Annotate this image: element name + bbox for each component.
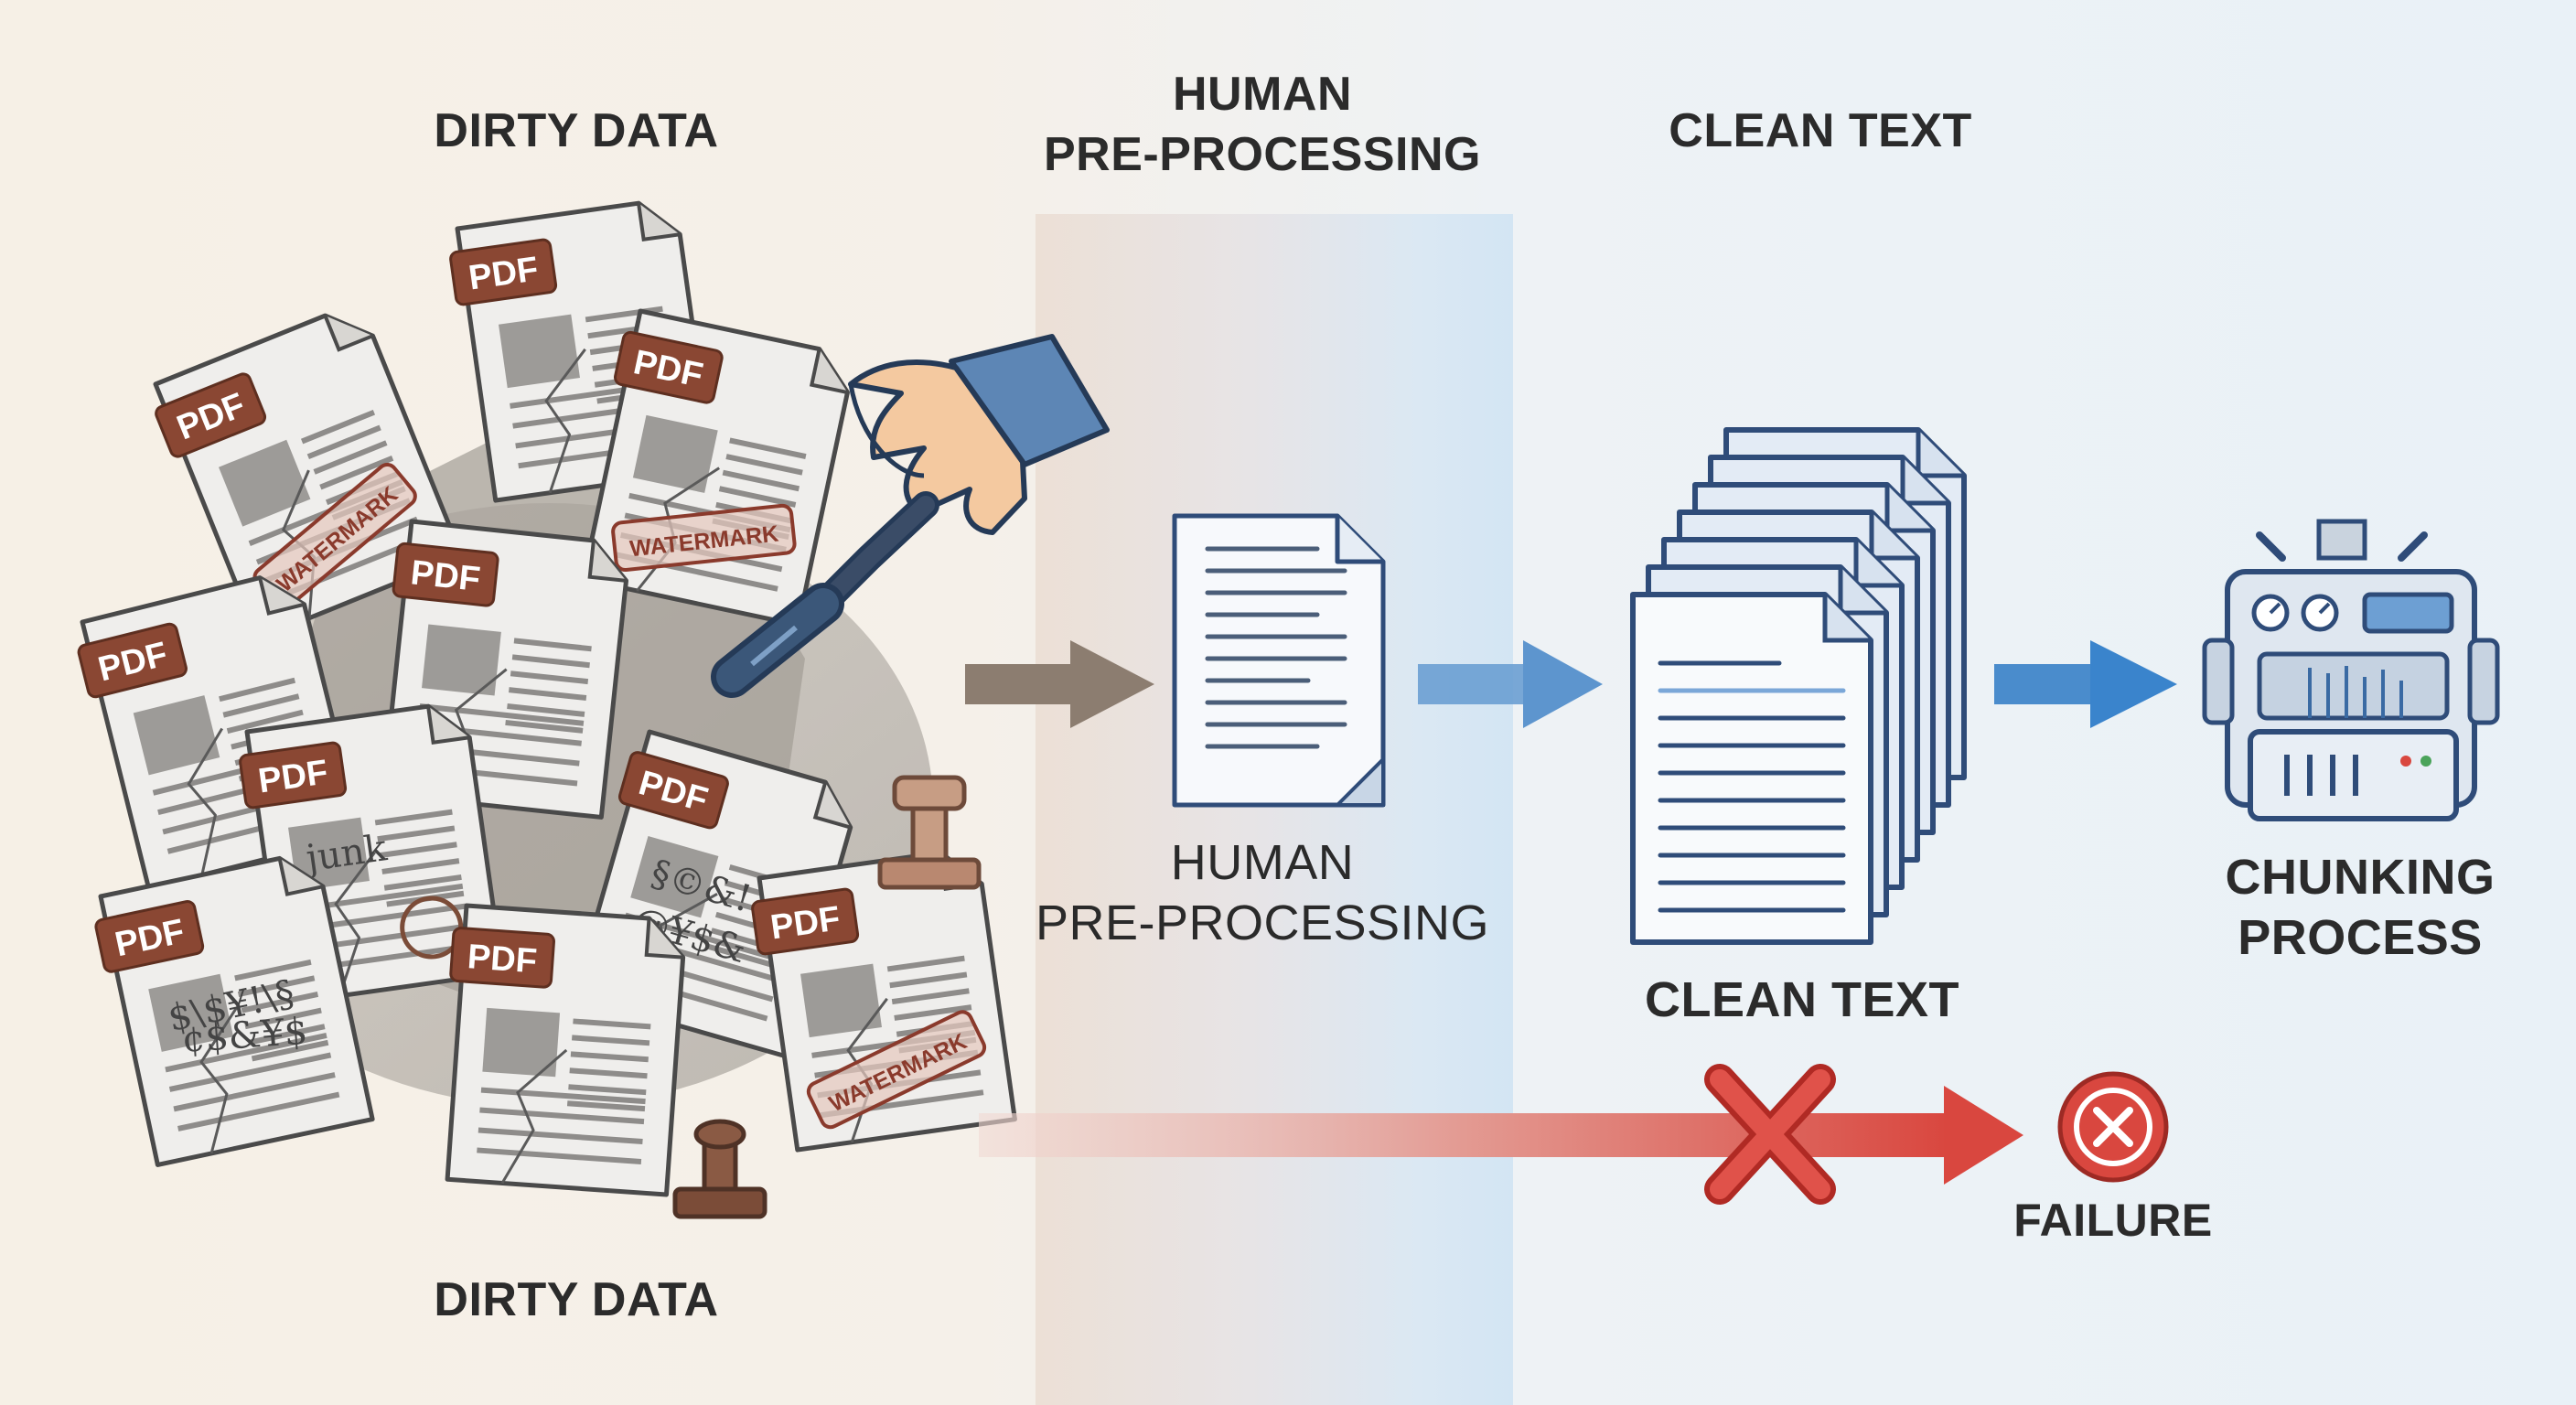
failure-x-icon — [2057, 1071, 2169, 1183]
pdf-tag: PDF — [94, 900, 205, 973]
stacked-document — [1630, 592, 1873, 945]
dirty-pdf-document: PDF — [445, 903, 686, 1197]
dirty-to-human-arrow — [965, 640, 1154, 728]
dirty-pdf-document: PDF$\$¥!\§ — [94, 855, 375, 1167]
pdf-tag: PDF — [239, 741, 348, 810]
header-pre-processing: PRE-PROCESSING — [1044, 128, 1481, 181]
pdf-tag-label: PDF — [768, 899, 843, 947]
human-to-clean-arrow — [1418, 640, 1603, 728]
pdf-tag: PDF — [751, 887, 860, 956]
header-clean-text: CLEAN TEXT — [1669, 104, 1972, 157]
label-pre-processing: PRE-PROCESSING — [1035, 896, 1490, 950]
rubber-stamp-icon — [877, 775, 982, 890]
dirty-data-pile: PDFPDFWATERMARKPDFWATERMARKPDFPDFPDFjunk… — [77, 200, 1017, 1219]
pdf-tag: PDF — [392, 542, 499, 607]
pdf-tag-label: PDF — [409, 553, 482, 599]
garbage-text: ¢$&¥$ — [180, 1011, 308, 1061]
label-dirty-data: DIRTY DATA — [434, 1273, 719, 1326]
label-chunking: CHUNKING — [2225, 850, 2496, 905]
clean-to-chunking-arrow — [1994, 640, 2177, 728]
pdf-tag: PDF — [617, 751, 729, 830]
preprocessing-band — [1036, 214, 1513, 1405]
header-dirty-data: DIRTY DATA — [434, 104, 719, 157]
dirty-pdf-document: PDF WATERMARK — [581, 308, 850, 627]
document-icon — [1172, 513, 1386, 808]
pdf-tag: PDF — [449, 927, 555, 989]
label-process: PROCESS — [2238, 910, 2483, 965]
header-human: HUMAN — [1172, 68, 1353, 121]
pdf-tag-label: PDF — [256, 753, 330, 800]
label-clean-text: CLEAN TEXT — [1644, 972, 1959, 1027]
hand-with-screwdriver-icon — [711, 334, 1110, 698]
chunking-machine-icon — [2202, 519, 2500, 821]
failure-arrow — [979, 1086, 2023, 1185]
pdf-tag-label: PDF — [467, 250, 541, 297]
pdf-tag: PDF — [449, 238, 558, 306]
watermark-stamp: WATERMARK — [611, 503, 797, 573]
rubber-stamp-icon — [672, 1119, 767, 1219]
document-stack-icon — [1630, 427, 1967, 945]
label-human: HUMAN — [1170, 835, 1355, 890]
pdf-tag-label: PDF — [467, 938, 539, 981]
pdf-tag: PDF — [77, 622, 188, 699]
pdf-tag: PDF — [613, 330, 724, 404]
label-failure: FAILURE — [2013, 1195, 2213, 1246]
svg-text:¢$&¥$: ¢$&¥$ — [180, 1011, 308, 1061]
failure-cross-mark — [1704, 1064, 1836, 1205]
